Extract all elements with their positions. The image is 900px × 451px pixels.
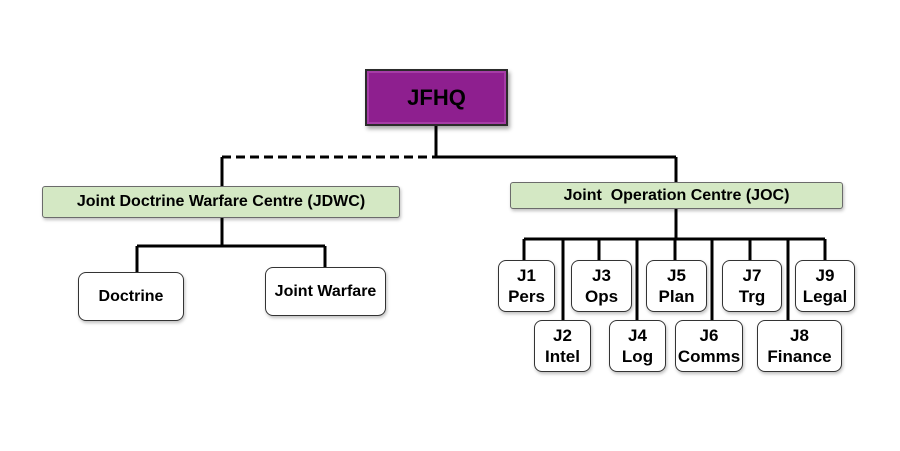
jfhq-label: JFHQ — [407, 84, 466, 110]
j8-node: J8 Finance — [757, 320, 842, 372]
doctrine-label: Doctrine — [98, 287, 164, 305]
j3-code: J3 — [592, 266, 611, 285]
j4-code: J4 — [628, 326, 647, 345]
j2-code: J2 — [553, 326, 572, 345]
joc-label: Joint Operation Centre (JOC) — [563, 186, 790, 204]
j8-name: Finance — [767, 347, 832, 366]
joint-warfare-label: Joint Warfare — [274, 282, 377, 300]
j5-name: Plan — [658, 287, 695, 306]
j4-name: Log — [621, 347, 654, 366]
jdwc-node: Joint Doctrine Warfare Centre (JDWC) — [42, 186, 400, 218]
j1-name: Pers — [508, 287, 545, 306]
jdwc-label: Joint Doctrine Warfare Centre (JDWC) — [76, 193, 366, 210]
j3-name: Ops — [584, 287, 619, 306]
joc-node: Joint Operation Centre (JOC) — [510, 182, 843, 209]
joint-warfare-node: Joint Warfare — [265, 267, 386, 316]
j9-name: Legal — [802, 287, 848, 306]
j4-node: J4 Log — [609, 320, 666, 372]
j6-name: Comms — [677, 347, 741, 366]
jfhq-node: JFHQ — [365, 69, 508, 126]
j6-node: J6 Comms — [675, 320, 743, 372]
j7-code: J7 — [742, 266, 762, 285]
j9-code: J9 — [815, 266, 835, 285]
j1-node: J1 Pers — [498, 260, 555, 312]
j5-code: J5 — [667, 266, 686, 285]
j6-code: J6 — [699, 326, 719, 345]
j8-code: J8 — [790, 326, 809, 345]
j7-name: Trg — [738, 287, 766, 306]
j2-node: J2 Intel — [534, 320, 591, 372]
j9-node: J9 Legal — [795, 260, 855, 312]
j2-name: Intel — [545, 347, 580, 366]
doctrine-node: Doctrine — [78, 272, 184, 321]
j1-code: J1 — [517, 266, 536, 285]
j7-node: J7 Trg — [722, 260, 782, 312]
j5-node: J5 Plan — [646, 260, 707, 312]
j3-node: J3 Ops — [571, 260, 632, 312]
